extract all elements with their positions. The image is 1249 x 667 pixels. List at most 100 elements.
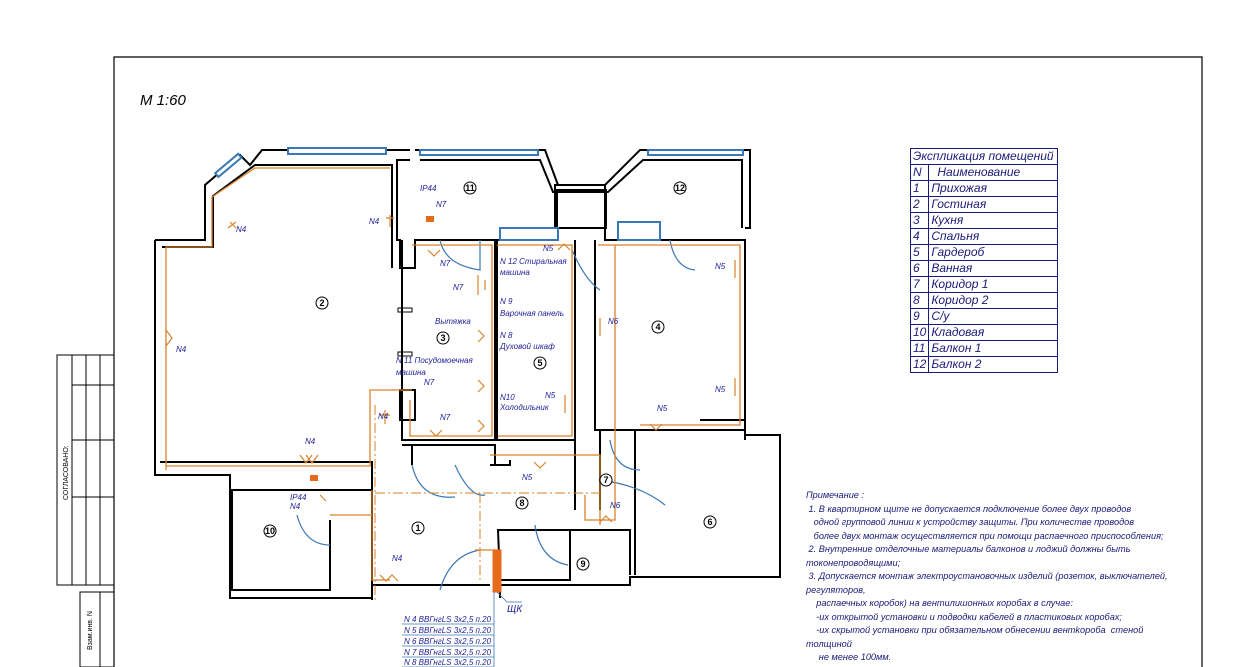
room-name: Кладовая — [928, 324, 1059, 341]
svg-text:N 6 ВВГнгLS 3x2,5 п.20: N 6 ВВГнгLS 3x2,5 п.20 — [404, 637, 492, 646]
svg-text:10: 10 — [265, 526, 275, 536]
note-line: -их скрытой установки при обязательном о… — [806, 625, 1144, 635]
svg-text:3: 3 — [440, 333, 445, 343]
room-name: Балкон 2 — [928, 356, 1059, 373]
svg-text:N6: N6 — [610, 501, 621, 510]
svg-text:9: 9 — [580, 559, 585, 569]
svg-text:N 12 Стиральная: N 12 Стиральная — [500, 257, 567, 266]
svg-text:Вытяжка: Вытяжка — [435, 317, 471, 326]
note-line: толщиной — [806, 638, 852, 649]
svg-text:N5: N5 — [715, 385, 726, 394]
table-title: Экспликация помещений — [909, 148, 1059, 165]
svg-text:N 5 ВВГнгLS 3x2,5 п.20: N 5 ВВГнгLS 3x2,5 п.20 — [404, 626, 492, 635]
stamp-agreed: СОГЛАСОВАНО: — [63, 445, 70, 500]
svg-text:N7: N7 — [453, 283, 464, 292]
svg-text:N5: N5 — [545, 391, 556, 400]
svg-text:N 11 Посудомоечная: N 11 Посудомоечная — [396, 356, 473, 365]
windows[interactable] — [213, 147, 744, 241]
svg-text:Варочная панель: Варочная панель — [500, 309, 564, 318]
room-name: Ванная — [928, 260, 1059, 277]
svg-text:N4: N4 — [176, 345, 187, 354]
svg-text:N5: N5 — [522, 473, 533, 482]
room-markers: 1 2 3 4 5 6 7 8 9 10 11 12 — [263, 181, 717, 571]
room-number: 12 — [909, 356, 930, 373]
room-number: 10 — [909, 324, 930, 341]
svg-text:N4: N4 — [305, 437, 316, 446]
walls — [154, 149, 781, 600]
room-number: 2 — [909, 196, 930, 213]
svg-text:N4: N4 — [290, 502, 301, 511]
svg-text:8: 8 — [519, 498, 524, 508]
svg-text:5: 5 — [537, 358, 542, 368]
room-number: 1 — [909, 180, 930, 197]
note-line: регуляторов, — [806, 584, 866, 595]
note-line: одной групповой линии к устройству защит… — [806, 517, 1135, 527]
note-line: более двух монтаж осуществляется при пом… — [806, 530, 1164, 541]
stamp-inv: Взам.инв. N — [87, 611, 94, 650]
svg-text:IP44: IP44 — [290, 493, 307, 502]
svg-text:2: 2 — [319, 298, 324, 308]
svg-text:Холодильник: Холодильник — [499, 403, 550, 412]
wiring — [165, 167, 741, 600]
notes-title: Примечание : — [806, 490, 865, 500]
circuit-labels: N4 N4 N4 N4 N4 N4 N4 IP44 IP44 N7 N7 N7 … — [176, 184, 726, 615]
room-name: Гостиная — [928, 196, 1059, 213]
svg-text:N 9: N 9 — [500, 297, 513, 306]
svg-text:1: 1 — [415, 523, 420, 533]
room-number: 11 — [909, 340, 930, 357]
svg-text:N5: N5 — [715, 262, 726, 271]
room-name: Коридор 2 — [928, 292, 1059, 309]
room-number: 6 — [909, 260, 930, 277]
svg-text:N 4 ВВГнгLS 3x2,5 п.20: N 4 ВВГнгLS 3x2,5 п.20 — [404, 615, 492, 624]
scale-label: M 1:60 — [140, 92, 186, 109]
svg-text:N4: N4 — [369, 217, 380, 226]
svg-text:N7: N7 — [424, 378, 435, 387]
svg-text:N7: N7 — [440, 259, 451, 268]
panel-label: ЩК — [507, 604, 523, 615]
room-name: Гардероб — [928, 244, 1059, 261]
room-number: 8 — [909, 292, 930, 309]
header-n: N — [909, 164, 930, 181]
svg-text:N5: N5 — [543, 244, 554, 253]
note-line: 1. В квартирном щите не допускается подк… — [806, 503, 1132, 514]
svg-text:N4: N4 — [236, 225, 247, 234]
note-line: 3. Допускается монтаж электроустановочны… — [806, 571, 1168, 581]
svg-text:N6: N6 — [608, 317, 619, 326]
room-number: 9 — [909, 308, 930, 325]
svg-text:4: 4 — [655, 322, 660, 332]
room-name: Балкон 1 — [928, 340, 1059, 357]
svg-text:6: 6 — [707, 517, 712, 527]
svg-text:Духовой шкаф: Духовой шкаф — [499, 342, 555, 351]
note-line: -их открытой установки и подводки кабеле… — [806, 611, 1122, 622]
socket-icons — [165, 215, 736, 582]
note-line: токонепроводящими; — [806, 557, 901, 568]
svg-text:N 8: N 8 — [500, 331, 513, 340]
svg-text:машина: машина — [396, 368, 426, 377]
room-number: 4 — [909, 228, 930, 245]
svg-text:N10: N10 — [500, 393, 515, 402]
svg-text:11: 11 — [465, 183, 475, 193]
svg-text:12: 12 — [675, 183, 685, 193]
svg-text:N 8 ВВГнгLS 3x2,5 п.20: N 8 ВВГнгLS 3x2,5 п.20 — [404, 658, 492, 667]
room-number: 5 — [909, 244, 930, 261]
svg-text:IP44: IP44 — [420, 184, 437, 193]
note-line: распаечных коробок) на вентилишонных кор… — [806, 598, 1073, 608]
note-line: 2. Внутренние отделочные материалы балко… — [806, 544, 1131, 554]
electrical-panel[interactable] — [492, 549, 502, 593]
header-name: Наименование — [928, 164, 1059, 181]
svg-text:7: 7 — [603, 475, 608, 485]
room-name: Прихожая — [928, 180, 1059, 197]
cable-list: N 4 ВВГнгLS 3x2,5 п.20 N 5 ВВГнгLS 3x2,5… — [402, 592, 495, 667]
